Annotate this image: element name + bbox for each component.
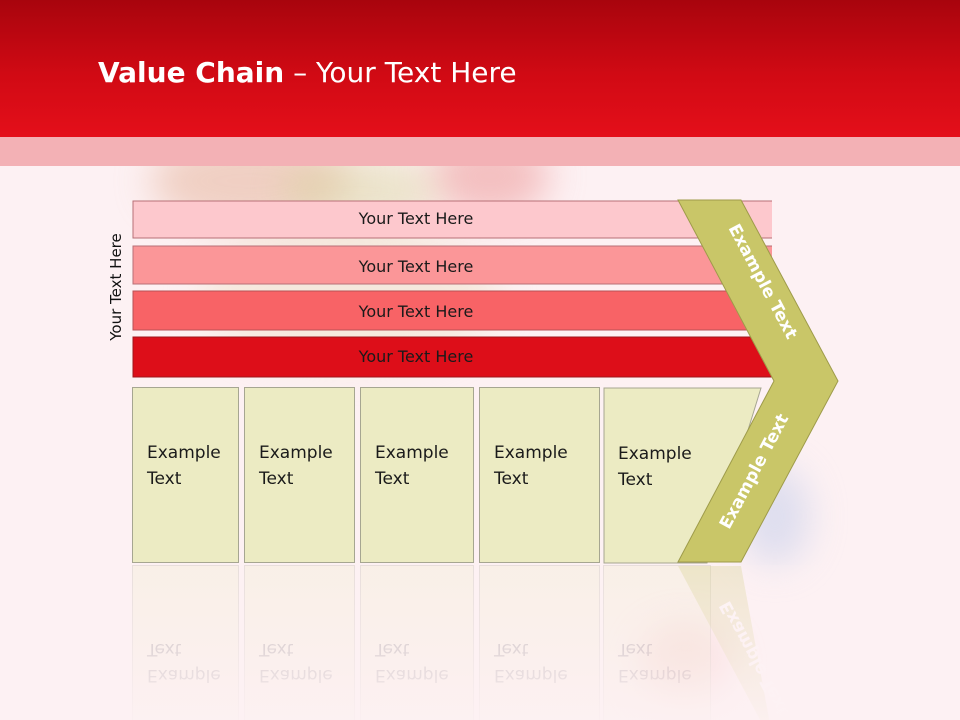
title-bold: Value Chain <box>98 56 285 89</box>
bar-2-shape <box>132 245 772 285</box>
bar-4-shape <box>132 336 772 378</box>
activity-box-2: Example Text <box>244 387 355 563</box>
chevron-reflection: Example Text <box>678 566 793 720</box>
bar-4-label: Your Text Here <box>358 347 474 366</box>
bar-3-label: Your Text Here <box>358 302 474 321</box>
bar-3: Your Text Here <box>132 290 772 331</box>
box-5-line2: Text <box>617 470 653 490</box>
side-label-text: Your Text Here <box>107 233 125 341</box>
page-title: Value Chain – Your Text Here <box>98 56 517 89</box>
box-4-line1: Example <box>494 443 568 463</box>
box-4-line2: Text <box>494 469 529 489</box>
box-3-line1: Example <box>375 443 449 463</box>
chevron-shape <box>677 199 839 563</box>
title-rest: – Your Text Here <box>284 56 517 89</box>
box-5-line1: Example <box>618 444 692 464</box>
bar-4: Your Text Here <box>132 336 772 378</box>
box-1-line1: Example <box>147 443 221 463</box>
activity-box-1: Example Text <box>132 387 239 563</box>
bar-3-shape <box>132 290 772 331</box>
bar-2-label: Your Text Here <box>358 257 474 276</box>
bar-1-label: Your Text Here <box>358 209 474 228</box>
bar-1-shape <box>132 200 772 239</box>
activity-box-5: Example Text <box>603 387 762 564</box>
bar-1: Your Text Here <box>132 200 772 239</box>
activity-box-4: Example Text <box>479 387 600 563</box>
chevron-arrow: Example Text Example Text <box>677 199 839 563</box>
box-3-line2: Text <box>375 469 410 489</box>
box-1-line2: Text <box>147 469 182 489</box>
activity-box-3: Example Text <box>360 387 474 563</box>
header-bar <box>0 0 960 137</box>
box-2-line1: Example <box>259 443 333 463</box>
header-band <box>0 137 960 166</box>
bar-2: Your Text Here <box>132 245 772 285</box>
box-2-line2: Text <box>259 469 294 489</box>
